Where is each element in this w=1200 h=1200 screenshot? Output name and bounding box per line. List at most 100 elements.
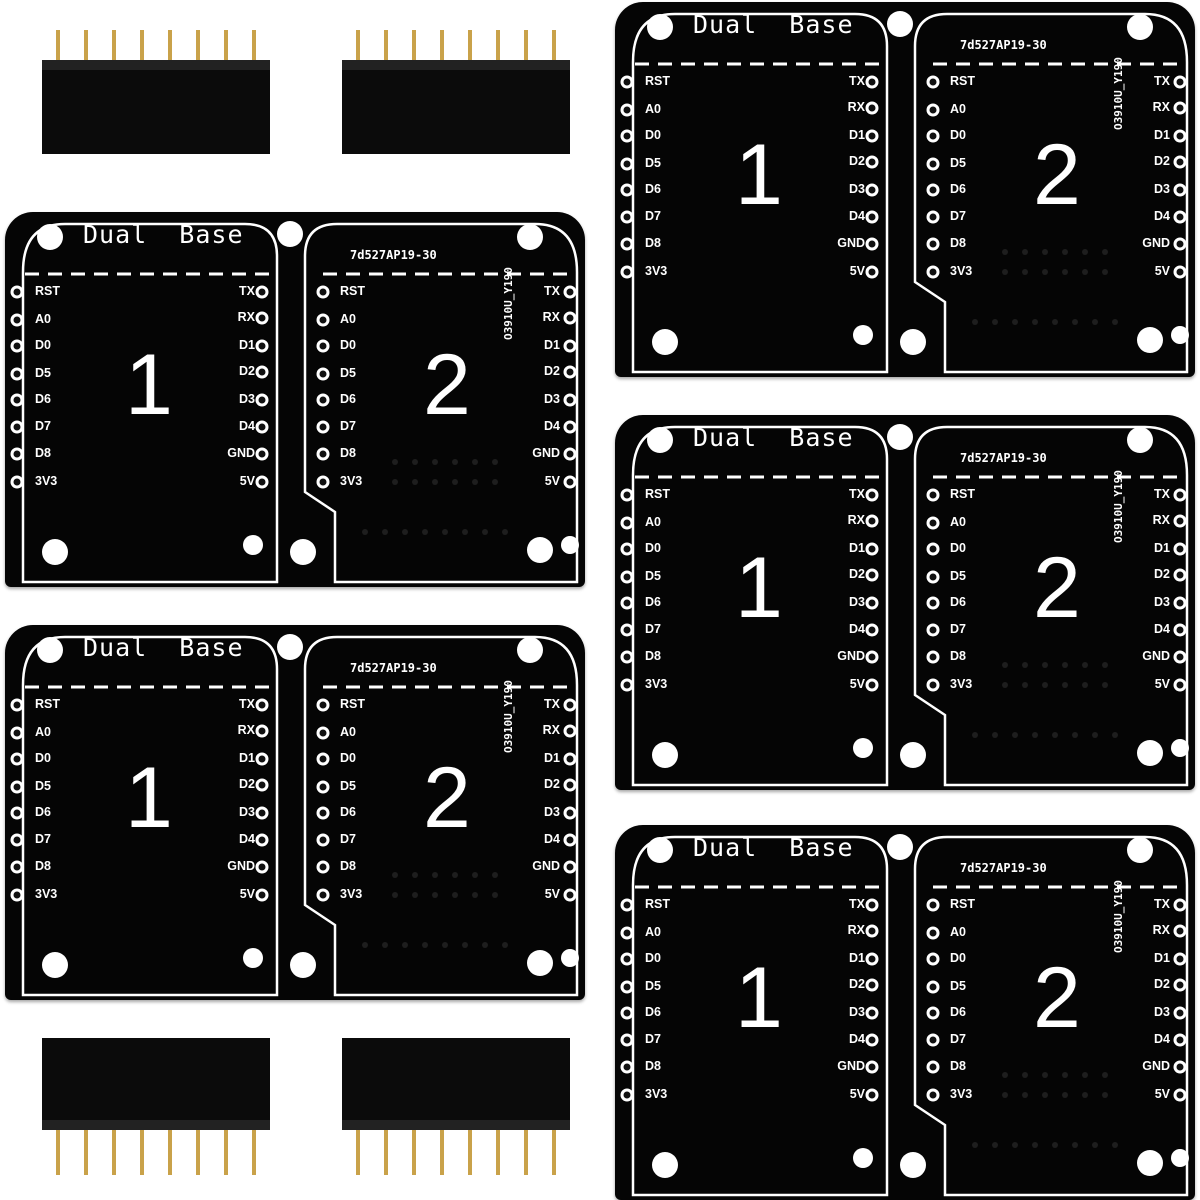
pin-label: RST <box>340 697 365 711</box>
pin-label: D5 <box>645 979 661 993</box>
pin-label: D2 <box>1154 154 1170 168</box>
pin-label: D4 <box>849 209 865 223</box>
pin-label: D1 <box>1154 128 1170 142</box>
pin-label: D3 <box>544 805 560 819</box>
pin-label: D5 <box>950 979 966 993</box>
pin-label: D3 <box>239 805 255 819</box>
board-silkscreen <box>620 11 1189 374</box>
slot-number-2: 2 <box>423 337 471 433</box>
pin-label: RST <box>645 897 670 911</box>
pin-label: D0 <box>950 951 966 965</box>
pin-label: D2 <box>544 364 560 378</box>
pin-label: TX <box>1154 74 1170 88</box>
pin-label: RX <box>542 310 560 324</box>
pin-header-bottom-right <box>340 1030 570 1185</box>
pin-label: TX <box>1154 487 1170 501</box>
pin-label: D6 <box>35 805 51 819</box>
dual-base-board: Dual Base 7d527AP19-30 O3910U_Y190 1 2 R… <box>615 2 1195 377</box>
dual-base-board: Dual Base 7d527AP19-30 O3910U_Y190 1 2 R… <box>5 625 585 1000</box>
pin-label: RST <box>35 284 60 298</box>
board-silkscreen <box>10 221 579 584</box>
pin-label: D0 <box>645 541 661 555</box>
pin-label: TX <box>544 284 560 298</box>
pin-label: 3V3 <box>340 474 363 488</box>
board-code: 7d527AP19-30 <box>960 451 1047 465</box>
board-code: 7d527AP19-30 <box>350 248 437 262</box>
pin-label: D1 <box>849 951 865 965</box>
pin-label: 3V3 <box>950 1087 973 1101</box>
pin-label: D2 <box>544 777 560 791</box>
pin-label: D1 <box>239 751 255 765</box>
pin-label: RX <box>542 723 560 737</box>
pin-label: D2 <box>1154 567 1170 581</box>
pin-label: D1 <box>1154 541 1170 555</box>
pin-label: D7 <box>950 1032 966 1046</box>
pin-label: A0 <box>340 312 356 326</box>
pin-label: D7 <box>340 419 356 433</box>
board-side-code: O3910U_Y190 <box>1112 880 1125 953</box>
pin-label: D2 <box>849 977 865 991</box>
pin-label: 3V3 <box>340 887 363 901</box>
slot-number-1: 1 <box>735 950 783 1046</box>
pin-label: D2 <box>849 567 865 581</box>
board-title: Dual Base <box>83 633 244 662</box>
pin-label: GND <box>1142 649 1170 663</box>
board-code: 7d527AP19-30 <box>960 861 1047 875</box>
pin-label: 3V3 <box>645 1087 668 1101</box>
pin-label: D4 <box>239 419 255 433</box>
pin-label: RST <box>950 897 975 911</box>
pin-label: D0 <box>645 951 661 965</box>
slot-number-2: 2 <box>1033 127 1081 223</box>
pin-label: RST <box>950 487 975 501</box>
dual-base-board: Dual Base 7d527AP19-30 O3910U_Y190 1 2 R… <box>615 825 1195 1200</box>
slot-number-2: 2 <box>423 750 471 846</box>
pin-label: D4 <box>544 419 560 433</box>
pin-label: D6 <box>340 392 356 406</box>
pin-label: D7 <box>340 832 356 846</box>
pin-label: 3V3 <box>35 887 58 901</box>
pin-label: D8 <box>35 446 51 460</box>
pin-label: D7 <box>950 209 966 223</box>
pin-label: D3 <box>849 1005 865 1019</box>
pin-label: D7 <box>645 209 661 223</box>
pin-label: 5V <box>239 474 255 488</box>
pin-label: A0 <box>645 925 661 939</box>
pin-label: 5V <box>849 264 865 278</box>
pin-label: GND <box>227 446 255 460</box>
pin-label: D6 <box>645 595 661 609</box>
pin-label: D8 <box>950 236 966 250</box>
pin-label: 5V <box>239 887 255 901</box>
pin-header-top-left <box>40 20 270 175</box>
pin-label: D8 <box>645 1059 661 1073</box>
pin-label: D3 <box>544 392 560 406</box>
pin-label: D4 <box>1154 1032 1170 1046</box>
pin-label: D7 <box>645 1032 661 1046</box>
pin-label: A0 <box>950 102 966 116</box>
pin-label: RX <box>237 723 255 737</box>
pin-label: A0 <box>35 725 51 739</box>
pin-label: D0 <box>340 338 356 352</box>
board-silkscreen <box>10 634 579 997</box>
pin-label: D7 <box>35 419 51 433</box>
board-side-code: O3910U_Y190 <box>1112 57 1125 130</box>
board-title: Dual Base <box>83 220 244 249</box>
pin-label: D1 <box>239 338 255 352</box>
pin-header-graphic <box>42 30 270 154</box>
pin-label: D2 <box>849 154 865 168</box>
pin-label: D3 <box>849 182 865 196</box>
pin-header-top-right <box>340 20 570 175</box>
pin-label: D1 <box>544 751 560 765</box>
pin-label: 3V3 <box>645 264 668 278</box>
pin-label: D5 <box>645 156 661 170</box>
pin-label: GND <box>227 859 255 873</box>
pin-label: D8 <box>35 859 51 873</box>
pin-label: D5 <box>950 569 966 583</box>
pin-header-bottom-left <box>40 1030 270 1185</box>
slot-number-1: 1 <box>735 127 783 223</box>
pin-label: 5V <box>1154 1087 1170 1101</box>
pin-label: 5V <box>544 474 560 488</box>
pin-label: D6 <box>950 595 966 609</box>
pin-label: D0 <box>35 751 51 765</box>
slot-number-1: 1 <box>735 540 783 636</box>
pin-label: TX <box>544 697 560 711</box>
